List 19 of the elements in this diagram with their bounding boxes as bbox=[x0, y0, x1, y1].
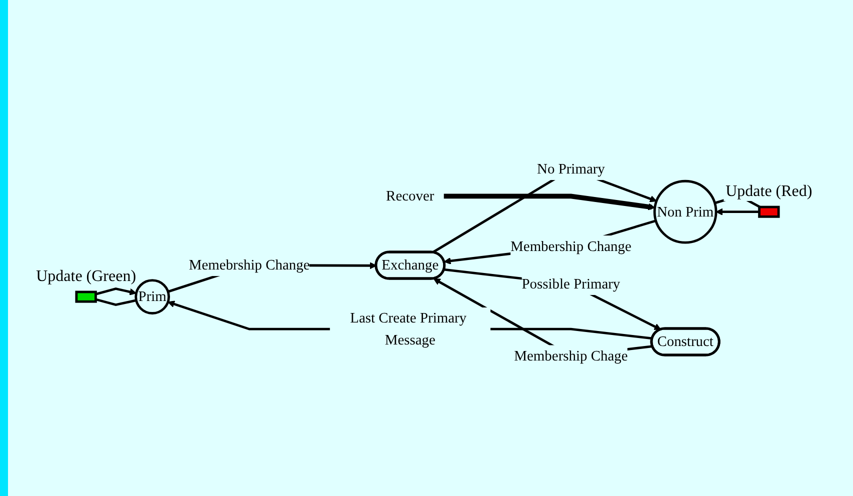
node-text: Recover bbox=[386, 188, 434, 204]
connector bbox=[95, 298, 136, 306]
edge-label: Memebrship Change bbox=[188, 257, 310, 274]
arrow bbox=[444, 194, 656, 211]
edge-label: Membership Chage bbox=[514, 348, 628, 364]
edge-label: No Primary bbox=[537, 161, 605, 178]
arrow bbox=[444, 268, 662, 330]
state-label: Update (Green) bbox=[34, 268, 138, 286]
node-box bbox=[758, 206, 780, 218]
edge-label: Last Create Primary Message bbox=[350, 310, 467, 348]
edge-label: Membership Change bbox=[510, 238, 632, 254]
state-label: Update (Red) bbox=[724, 183, 814, 202]
edge-label: Possible Primary bbox=[522, 276, 620, 292]
arrow bbox=[716, 208, 760, 216]
arrow bbox=[95, 288, 137, 296]
arrow bbox=[444, 220, 656, 265]
node-box bbox=[75, 291, 97, 304]
node-circle: Prim bbox=[134, 279, 170, 315]
node-circle: Non Prim bbox=[653, 180, 718, 244]
